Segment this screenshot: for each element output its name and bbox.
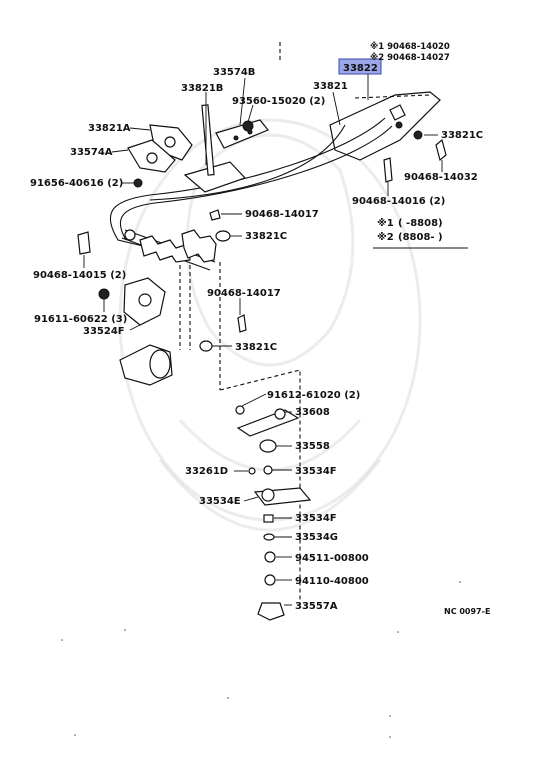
label-33574A: 33574A bbox=[70, 147, 113, 158]
grommet-33821C-top[interactable] bbox=[413, 130, 423, 140]
label-33608: 33608 bbox=[295, 407, 330, 418]
cable-bracket-33821B[interactable] bbox=[183, 104, 247, 193]
screw-93560[interactable] bbox=[242, 120, 254, 132]
label-90468-14027: ※2 90468-14027 bbox=[370, 52, 450, 63]
label-33822[interactable]: 33822 bbox=[343, 63, 378, 74]
dash-line-4 bbox=[219, 369, 301, 600]
cable-support-33524F[interactable] bbox=[123, 277, 166, 326]
washer-33534G[interactable] bbox=[263, 533, 275, 541]
label-90468-14032: 90468-14032 bbox=[404, 172, 478, 183]
cable-end-fitting[interactable] bbox=[124, 229, 136, 241]
label-33821A: 33821A bbox=[88, 123, 131, 134]
scan-dots bbox=[61, 581, 461, 738]
highlight-box-33822 bbox=[338, 58, 382, 75]
cable-boot-left[interactable] bbox=[139, 235, 191, 263]
label-90468-14017-2: 90468-14017 bbox=[207, 288, 281, 299]
label-91611-60622: 91611-60622 (3) bbox=[34, 314, 127, 325]
label-33534G: 33534G bbox=[295, 532, 338, 543]
label-33821C-2: 33821C bbox=[245, 231, 287, 242]
lever-33608[interactable] bbox=[236, 408, 300, 437]
lever-33534E[interactable] bbox=[253, 487, 312, 506]
label-91656-40616: 91656-40616 (2) bbox=[30, 178, 123, 189]
label-33261D: 33261D bbox=[185, 466, 228, 477]
nut-94110[interactable] bbox=[264, 574, 276, 586]
pin-33261D[interactable] bbox=[248, 467, 256, 475]
footnote-mark-1: ※1 bbox=[377, 217, 394, 229]
grommet-33821C-mid[interactable] bbox=[215, 230, 231, 242]
label-91612-61020: 91612-61020 (2) bbox=[267, 390, 360, 401]
clip-90468-14015[interactable] bbox=[77, 231, 91, 255]
bushing-33558[interactable] bbox=[259, 439, 277, 453]
bolt-91656[interactable] bbox=[133, 178, 143, 188]
label-33821: 33821 bbox=[313, 81, 348, 92]
label-33821C-3: 33821C bbox=[235, 342, 277, 353]
bolt-91612[interactable] bbox=[235, 405, 245, 415]
label-33534F-1: 33534F bbox=[295, 466, 337, 477]
bracket-dash-line bbox=[354, 94, 431, 99]
clip-90468-14017-top[interactable] bbox=[209, 209, 221, 221]
grommet-33821C-lower[interactable] bbox=[199, 340, 213, 352]
label-33524F: 33524F bbox=[83, 326, 125, 337]
label-93560-15020: 93560-15020 (2) bbox=[232, 96, 325, 107]
label-90468-14016: 90468-14016 (2) bbox=[352, 196, 445, 207]
label-94511-00800: 94511-00800 bbox=[295, 553, 369, 564]
clip-90468-14016[interactable] bbox=[383, 157, 393, 183]
footnote-range-2: (8808- ) bbox=[398, 232, 443, 243]
label-90468-14017-1: 90468-14017 bbox=[245, 209, 319, 220]
cap-33557A[interactable] bbox=[257, 602, 285, 621]
label-33534E: 33534E bbox=[199, 496, 241, 507]
clip-90468-14032[interactable] bbox=[435, 138, 447, 162]
leader-lines bbox=[83, 74, 443, 606]
cable-boot-right[interactable] bbox=[181, 229, 217, 263]
shift-cable-bracket[interactable] bbox=[329, 91, 441, 161]
label-33821C-1: 33821C bbox=[441, 130, 483, 141]
shift-lever-housing[interactable] bbox=[119, 344, 173, 386]
label-90468-14015: 90468-14015 (2) bbox=[33, 270, 126, 281]
label-33557A: 33557A bbox=[295, 601, 338, 612]
label-33558: 33558 bbox=[295, 441, 330, 452]
label-33534F-2: 33534F bbox=[295, 513, 337, 524]
label-90468-14020: ※1 90468-14020 bbox=[370, 41, 450, 52]
cable-retainer-33574A[interactable] bbox=[127, 139, 176, 173]
label-33574B: 33574B bbox=[213, 67, 255, 78]
footnote-mark-2: ※2 bbox=[377, 231, 394, 243]
footnote-range-1: ( -8808) bbox=[398, 218, 443, 229]
diagram-code: NC 0097-E bbox=[444, 607, 490, 616]
label-33821B: 33821B bbox=[181, 83, 223, 94]
washer-33534F-b[interactable] bbox=[263, 514, 274, 523]
nut-94511[interactable] bbox=[264, 551, 276, 563]
washer-33534F-a[interactable] bbox=[263, 465, 273, 475]
label-94110-40800: 94110-40800 bbox=[295, 576, 369, 587]
clip-90468-14017-lower[interactable] bbox=[237, 314, 247, 333]
bolt-91611[interactable] bbox=[98, 288, 110, 300]
